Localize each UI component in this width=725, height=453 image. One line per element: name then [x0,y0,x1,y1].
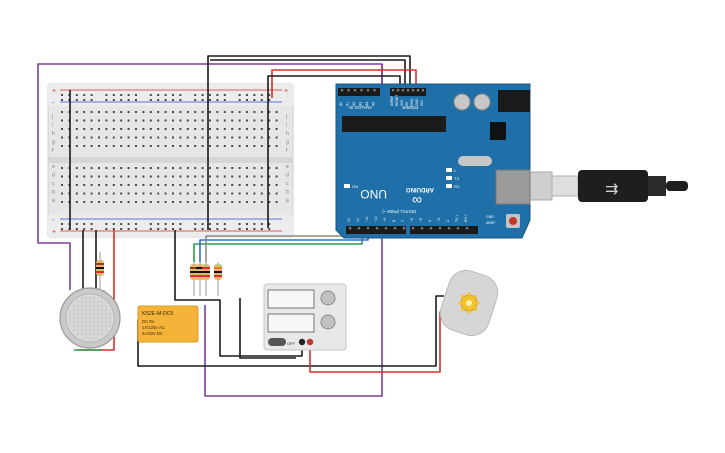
arduino-pin-label: GND [415,98,419,106]
relay-spec-line-3: 2A/30V DC [142,331,163,336]
breadboard-row-label: c [52,181,55,187]
arduino-pin-aref: AREF [486,221,496,225]
power-switch-label: OFF [287,341,296,346]
wire-black-rail[interactable] [267,75,401,228]
relay[interactable]: KS2E-M-DC5 DC 5V 1A/125V AC 2A/30V DC [137,305,199,343]
arduino-led-l: L [454,168,457,173]
gas-sensor[interactable] [59,287,121,351]
breadboard-row-label: e [52,164,55,170]
wire-purple[interactable] [37,63,383,397]
arduino-led-tx: TX [454,176,459,181]
breadboard-row-label: b [286,190,289,196]
breadboard-row-label: j [51,114,53,120]
relay-spec-line-2: 1A/125V AC [142,325,165,330]
relay-model-label: KS2E-M-DC5 [142,311,174,317]
arduino-pin-label: ~9 [383,218,387,222]
arduino-pin-label: ~6 [410,218,414,222]
relay-spec-line-1: DC 5V [142,319,155,324]
arduino-pin-gnd: GND [486,215,494,219]
terminal-positive[interactable] [306,338,314,346]
breadboard-row-label: e [286,164,289,170]
wire-black-gnd[interactable] [210,59,406,88]
current-knob[interactable] [320,314,336,330]
breadboard-row-label: g [52,140,55,146]
arduino-pin-label: A0 [339,102,343,106]
arduino-infinity-logo: ∞ [412,191,422,207]
voltage-knob[interactable] [320,290,336,306]
arduino-digital-header: DIGITAL (PWM ~) [382,209,416,214]
breadboard-row-label: h [286,131,289,137]
arduino-pin-label: A3 [359,102,363,106]
arduino-pin-label: GND [410,98,414,106]
breadboard-row-label: c [286,181,289,187]
arduino-pin-label: 13 [347,218,351,222]
arduino-model-label: UNO [360,187,387,201]
arduino-pin-label: ~3 [437,218,441,222]
arduino-power-header: POWER [402,105,418,110]
arduino-led-on: ON [352,184,358,189]
breadboard-row-label: h [52,131,55,137]
arduino-pin-label: TX 1 [455,215,459,222]
resistor[interactable] [202,262,210,296]
breadboard-row-label: a [52,198,55,204]
breadboard-rail-plus-label-right: + [284,88,288,95]
arduino-pin-label: 8 [392,220,396,222]
arduino-pin-label: 7 [401,220,405,222]
power-switch[interactable] [268,338,286,346]
breadboard-row-label: d [286,173,289,179]
arduino-pin-label: RESET [395,95,399,106]
breadboard-rail-minus-label: - [52,100,55,107]
breadboard-rail-minus-label-bottom: - [52,217,55,224]
arduino-pin-label: RX 0 [464,214,468,222]
arduino-pin-label: 12 [356,218,360,222]
dc-motor[interactable] [436,266,503,340]
resistors [96,252,222,296]
arduino-pin-label: VIN [420,100,424,106]
arduino-uno[interactable]: UNO ARDUINO ∞ POWER ANALOG IN DIGITAL (P… [335,83,531,239]
breadboard-row-label: a [286,198,289,204]
arduino-pin-label: ~5 [419,218,423,222]
breadboard-rail-plus-label-bottom: + [52,229,56,236]
wire-black-relay[interactable] [174,230,303,357]
power-supply[interactable]: OFF [263,283,347,351]
arduino-pin-label: 2 [446,220,450,222]
wire-red-5v[interactable] [271,69,417,98]
wire-black-5v[interactable] [207,55,411,230]
arduino-pin-label: A1 [346,102,350,106]
arduino-pin-label: 5V [405,101,409,106]
arduino-pin-label: 3V3 [400,100,404,106]
breadboard-row-label: d [52,173,55,179]
arduino-pin-label: IOREF [390,96,394,106]
breadboard-row-label: g [286,140,289,146]
wire-relay-ps[interactable] [239,298,296,359]
breadboard-row-label: j [285,114,287,120]
usb-icon: ⇉ [605,181,618,198]
breadboard-row-label: b [52,190,55,196]
breadboard-row-label: i [286,123,287,129]
breadboard-rail-plus-label: + [52,88,56,95]
terminal-negative[interactable] [298,338,306,346]
arduino-brand-label: ARDUINO [406,186,434,192]
arduino-pin-label: A4 [365,102,369,106]
arduino-led-rx: RX [454,184,460,189]
arduino-pin-label: A2 [352,102,356,106]
breadboard-row-label: i [52,123,53,129]
resistor[interactable] [214,262,222,296]
breadboard-row-label: f [52,148,54,154]
arduino-pin-label: A5 [372,102,376,106]
arduino-analog-header: ANALOG IN [349,105,372,110]
arduino-pin-label: ~11 [365,216,369,222]
arduino-pin-label: ~10 [374,216,378,222]
resistor-sensor[interactable] [96,252,104,290]
breadboard-row-label: f [286,148,288,154]
arduino-pin-label: 4 [428,220,432,222]
